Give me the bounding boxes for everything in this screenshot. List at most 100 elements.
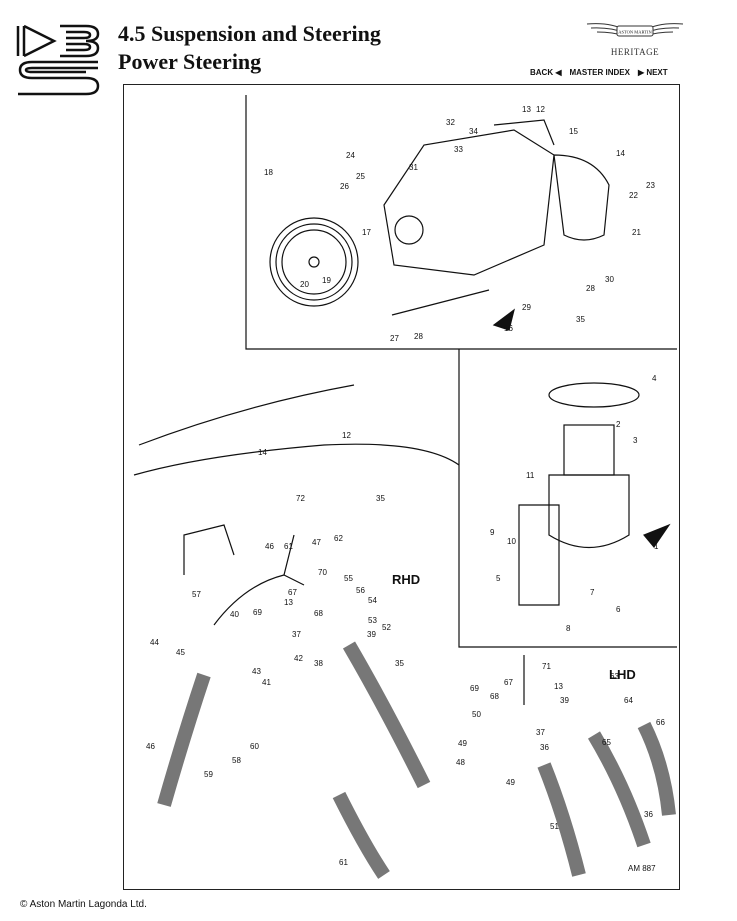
callout: 61 <box>284 542 293 551</box>
callout: 31 <box>409 163 418 172</box>
callout: 34 <box>469 127 478 136</box>
callout: 48 <box>456 758 465 767</box>
callout: 5 <box>496 574 501 583</box>
rhd-label: RHD <box>392 572 420 587</box>
callout: 36 <box>644 810 653 819</box>
callout: 13 <box>284 598 293 607</box>
callout: 60 <box>250 742 259 751</box>
title-line-2: Power Steering <box>118 49 262 74</box>
nav-bar: BACK ◀ MASTER INDEX ▶ NEXT <box>530 68 668 77</box>
callout: 63 <box>610 672 619 681</box>
callout: 64 <box>624 696 633 705</box>
lhd-label: LHD <box>609 667 636 682</box>
callout: 46 <box>146 742 155 751</box>
callout: 72 <box>296 494 305 503</box>
callout: 68 <box>490 692 499 701</box>
callout: 50 <box>472 710 481 719</box>
callout: 51 <box>550 822 559 831</box>
heritage-label: HERITAGE <box>610 47 660 57</box>
callout: 69 <box>253 608 262 617</box>
callout: 37 <box>292 630 301 639</box>
title-line-1: 4.5 Suspension and Steering <box>118 21 381 46</box>
callout: 70 <box>318 568 327 577</box>
callout: 38 <box>314 659 323 668</box>
callout: 21 <box>632 228 641 237</box>
callout: 12 <box>536 105 545 114</box>
callout: 62 <box>334 534 343 543</box>
callout: 25 <box>356 172 365 181</box>
figure-ref: AM 887 <box>628 864 656 873</box>
copyright: © Aston Martin Lagonda Ltd. <box>20 899 147 910</box>
callout: 67 <box>288 588 297 597</box>
callout: 43 <box>252 667 261 676</box>
callout: 14 <box>258 448 267 457</box>
callout: 54 <box>368 596 377 605</box>
callout: 13 <box>522 105 531 114</box>
callout: 28 <box>414 332 423 341</box>
callouts-lhd: 71 67 63 69 68 13 39 64 50 37 66 49 36 6… <box>456 662 665 831</box>
callout: 19 <box>322 276 331 285</box>
dbs-logo <box>16 24 100 96</box>
callout: 4 <box>652 374 657 383</box>
callout: 30 <box>605 275 614 284</box>
callout: 47 <box>312 538 321 547</box>
brand-badge-text: ASTON MARTIN <box>618 30 652 35</box>
callout: 66 <box>656 718 665 727</box>
callout: 49 <box>458 739 467 748</box>
callout: 65 <box>602 738 611 747</box>
callout: 33 <box>454 145 463 154</box>
callout: 42 <box>294 654 303 663</box>
callout: 10 <box>507 537 516 546</box>
callout: 32 <box>446 118 455 127</box>
callout: 44 <box>150 638 159 647</box>
callout: 41 <box>262 678 271 687</box>
callout: 2 <box>616 420 621 429</box>
callout: 18 <box>264 168 273 177</box>
aston-martin-wings-logo: ASTON MARTIN <box>586 23 684 37</box>
callout: 23 <box>646 181 655 190</box>
callout: 26 <box>340 182 349 191</box>
callout: 46 <box>265 542 274 551</box>
callouts-rhd: 70 55 67 56 57 13 54 69 68 53 40 37 39 5… <box>146 568 404 867</box>
callout: 7 <box>590 588 595 597</box>
callout: 57 <box>192 590 201 599</box>
callout: 55 <box>344 574 353 583</box>
callout: 49 <box>506 778 515 787</box>
callouts-middle: 12 14 72 35 46 61 47 62 4 2 3 11 9 10 1 … <box>258 374 659 633</box>
callout: 24 <box>346 151 355 160</box>
callout: 35 <box>376 494 385 503</box>
callout: 22 <box>629 191 638 200</box>
callout: 40 <box>230 610 239 619</box>
callout: 17 <box>362 228 371 237</box>
callout: 71 <box>542 662 551 671</box>
callout: 29 <box>522 303 531 312</box>
callout: 67 <box>504 678 513 687</box>
master-index-link[interactable]: MASTER INDEX <box>569 68 630 77</box>
callout: 58 <box>232 756 241 765</box>
callout: 35 <box>576 315 585 324</box>
callout: 52 <box>382 623 391 632</box>
callout: 37 <box>536 728 545 737</box>
callout: 35 <box>395 659 404 668</box>
callouts-top: 13 12 32 34 33 15 14 23 24 31 25 26 18 2… <box>264 105 655 343</box>
callout: 6 <box>616 605 621 614</box>
callout: 56 <box>356 586 365 595</box>
callout: 11 <box>526 471 535 480</box>
callout: 39 <box>560 696 569 705</box>
callout: 28 <box>586 284 595 293</box>
callout: 20 <box>300 280 309 289</box>
callout: 69 <box>470 684 479 693</box>
callout: 15 <box>569 127 578 136</box>
next-link[interactable]: ▶ NEXT <box>637 68 668 77</box>
callout: 12 <box>342 431 351 440</box>
back-link[interactable]: BACK ◀ <box>530 68 562 77</box>
callout: 13 <box>554 682 563 691</box>
callout: 53 <box>368 616 377 625</box>
callout: 9 <box>490 528 495 537</box>
callout: 27 <box>390 334 399 343</box>
power-steering-exploded-diagram: 13 12 32 34 33 15 14 23 24 31 25 26 18 2… <box>133 95 677 879</box>
callout: 59 <box>204 770 213 779</box>
callout: 14 <box>616 149 625 158</box>
callout: 61 <box>339 858 348 867</box>
callout: 45 <box>176 648 185 657</box>
